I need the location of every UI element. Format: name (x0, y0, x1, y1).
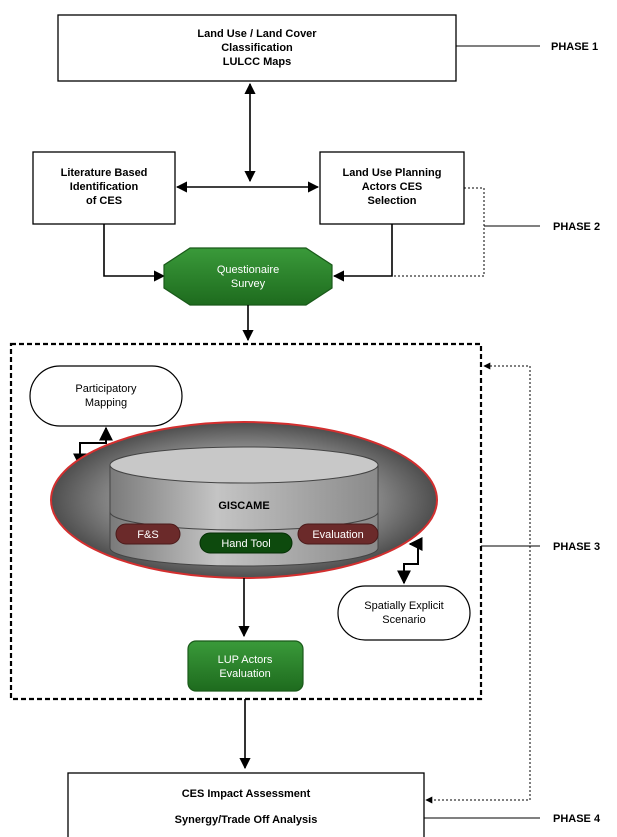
phase4-label: PHASE 4 (553, 813, 601, 825)
participatory-mapping-bubble: Participatory Mapping (29, 365, 183, 427)
literature-line-2: Identification (70, 181, 139, 193)
participatory-line-2: Mapping (85, 397, 127, 409)
lup-eval-line-1: LUP Actors (218, 654, 273, 666)
lulcc-line-2: Classification (221, 42, 293, 54)
participatory-ellipse-arrow (73, 426, 113, 468)
lulcc-line-3: LULCC Maps (223, 56, 291, 68)
phase2-dotted-bracket (392, 187, 485, 277)
scenario-line-2: Scenario (382, 614, 425, 626)
module-evaluation-label: Evaluation (312, 529, 363, 541)
ces-impact-line-2: Synergy/Trade Off Analysis (175, 814, 318, 826)
survey-line-1: Questionaire (217, 264, 279, 276)
phase2-label: PHASE 2 (553, 221, 600, 233)
module-hand-tool: Hand Tool (199, 532, 293, 554)
giscame-title: GISCAME (218, 500, 269, 512)
scenario-line-1: Spatially Explicit (364, 600, 443, 612)
participatory-line-1: Participatory (75, 383, 137, 395)
module-hand-tool-label: Hand Tool (221, 538, 270, 550)
lup-to-survey-arrow (332, 224, 393, 282)
module-evaluation: Evaluation (297, 523, 379, 545)
questionnaire-survey-shape: Questionaire Survey (163, 247, 333, 306)
lup-eval-line-2: Evaluation (219, 668, 270, 680)
giscame-ellipse: GISCAME (50, 421, 438, 579)
literature-line-3: of CES (86, 195, 122, 207)
module-fs-label: F&S (137, 529, 158, 541)
ces-impact-box: CES Impact Assessment Synergy/Trade Off … (67, 772, 425, 837)
scenario-bubble: Spatially Explicit Scenario (337, 585, 471, 641)
lulcc-maps-box: Land Use / Land Cover Classification LUL… (57, 14, 457, 82)
lup-selection-box: Land Use Planning Actors CES Selection (319, 151, 465, 225)
ellipse-scenario-arrow (397, 537, 423, 585)
feedback-loop-dotted (426, 362, 531, 801)
literature-to-survey-arrow (103, 224, 166, 282)
ces-impact-line-1: CES Impact Assessment (182, 788, 311, 800)
literature-box: Literature Based Identification of CES (32, 151, 176, 225)
literature-line-1: Literature Based (61, 167, 148, 179)
lup-selection-line-2: Actors CES (362, 181, 423, 193)
module-fs: F&S (115, 523, 181, 545)
phase3-frame (9, 342, 483, 701)
lup-actors-evaluation-box: LUP Actors Evaluation (187, 640, 304, 692)
phase3-label: PHASE 3 (553, 541, 600, 553)
lup-selection-line-3: Selection (368, 195, 417, 207)
lup-selection-line-1: Land Use Planning (342, 167, 441, 179)
lulcc-line-1: Land Use / Land Cover (197, 28, 317, 40)
phase1-label: PHASE 1 (551, 41, 598, 53)
survey-line-2: Survey (231, 278, 266, 290)
